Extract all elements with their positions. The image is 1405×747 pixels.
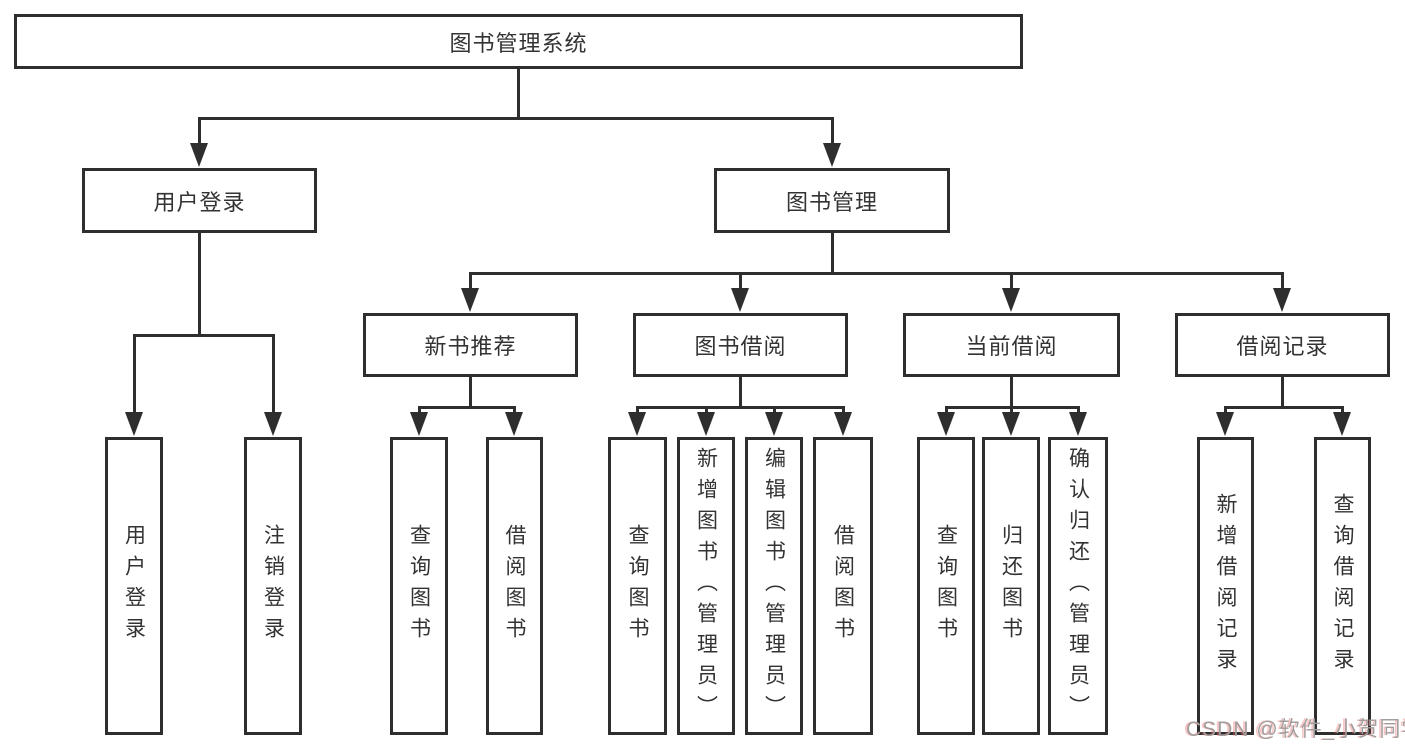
leaf-borrow-book-2: 借阅图书 [813, 437, 873, 735]
node-library-management-system: 图书管理系统 [14, 14, 1023, 69]
leaf-logout: 注销登录 [244, 437, 302, 735]
arrow-down-icon [1002, 412, 1020, 436]
connector-line [1009, 273, 1013, 294]
connector-line [132, 335, 136, 418]
node-label: 确认归还（管理员） [1066, 446, 1090, 726]
arrow-down-icon [1273, 288, 1291, 312]
arrow-down-icon [1333, 412, 1351, 436]
leaf-query-book-1: 查询图书 [390, 437, 448, 735]
arrow-down-icon [834, 412, 852, 436]
node-label: 编辑图书（管理员） [762, 446, 786, 726]
arrow-down-icon [731, 288, 749, 312]
arrow-down-icon [628, 412, 646, 436]
node-label: 借阅记录 [1236, 334, 1329, 359]
arrow-down-icon [1002, 288, 1020, 312]
connector-line [1280, 377, 1284, 409]
node-current-borrow: 当前借阅 [903, 313, 1120, 377]
node-label: 新增借阅记录 [1214, 493, 1237, 679]
node-label: 归还图书 [999, 524, 1023, 648]
node-borrow-record: 借阅记录 [1175, 313, 1390, 377]
node-label: 借阅图书 [831, 524, 855, 648]
node-label: 当前借阅 [965, 334, 1058, 359]
watermark: CSDN @软件_小贺同学 [1186, 718, 1405, 741]
leaf-confirm-return-admin: 确认归还（管理员） [1048, 437, 1108, 735]
node-label: 注销登录 [261, 524, 285, 648]
arrow-down-icon [190, 143, 208, 167]
leaf-edit-book-admin: 编辑图书（管理员） [745, 437, 803, 735]
node-user-login: 用户登录 [82, 168, 317, 233]
node-label: 用户登录 [153, 189, 246, 215]
leaf-query-book-3: 查询图书 [917, 437, 975, 735]
node-label: 查询借阅记录 [1331, 493, 1354, 679]
arrow-down-icon [1216, 412, 1234, 436]
connector-line [738, 273, 742, 294]
leaf-user-login: 用户登录 [105, 437, 163, 735]
node-label: 图书管理系统 [449, 30, 588, 56]
connector-line [1280, 273, 1284, 294]
arrow-down-icon [765, 412, 783, 436]
arrow-down-icon [505, 412, 523, 436]
node-label: 查询图书 [407, 524, 431, 648]
node-label: 新增图书（管理员） [694, 446, 718, 726]
connector-line [468, 273, 472, 294]
leaf-query-book-2: 查询图书 [608, 437, 667, 735]
arrow-down-icon [1069, 412, 1087, 436]
connector-line [738, 377, 742, 409]
arrow-down-icon [125, 412, 143, 436]
leaf-query-borrow-record: 查询借阅记录 [1314, 437, 1371, 735]
node-label: 用户登录 [122, 524, 146, 648]
connector-line [197, 118, 201, 149]
connector-line [1009, 377, 1013, 409]
node-label: 查询图书 [934, 524, 958, 648]
connector-line [132, 333, 275, 337]
node-book-borrow: 图书借阅 [633, 313, 848, 377]
connector-line [830, 118, 834, 149]
node-new-book-recommend: 新书推荐 [363, 313, 578, 377]
leaf-borrow-book-1: 借阅图书 [486, 437, 543, 735]
connector-line [468, 377, 472, 409]
node-book-management: 图书管理 [714, 168, 950, 233]
connector-line [417, 405, 516, 409]
arrow-down-icon [697, 412, 715, 436]
leaf-add-book-admin: 新增图书（管理员） [677, 437, 735, 735]
connector-line [197, 116, 834, 120]
leaf-return-book: 归还图书 [982, 437, 1040, 735]
leaf-add-borrow-record: 新增借阅记录 [1197, 437, 1254, 735]
connector-line [830, 233, 834, 275]
connector-line [197, 233, 201, 337]
node-label: 图书借阅 [694, 334, 787, 359]
connector-line [635, 405, 845, 409]
arrow-down-icon [410, 412, 428, 436]
node-label: 查询图书 [626, 524, 649, 648]
connector-line [1223, 405, 1344, 409]
node-label: 新书推荐 [424, 334, 517, 359]
node-label: 图书管理 [785, 189, 878, 215]
node-label: 借阅图书 [503, 524, 526, 648]
connector-line [271, 335, 275, 418]
connector-line [468, 271, 1284, 275]
arrow-down-icon [823, 143, 841, 167]
arrow-down-icon [937, 412, 955, 436]
connector-line [516, 69, 520, 120]
arrow-down-icon [264, 412, 282, 436]
arrow-down-icon [461, 288, 479, 312]
